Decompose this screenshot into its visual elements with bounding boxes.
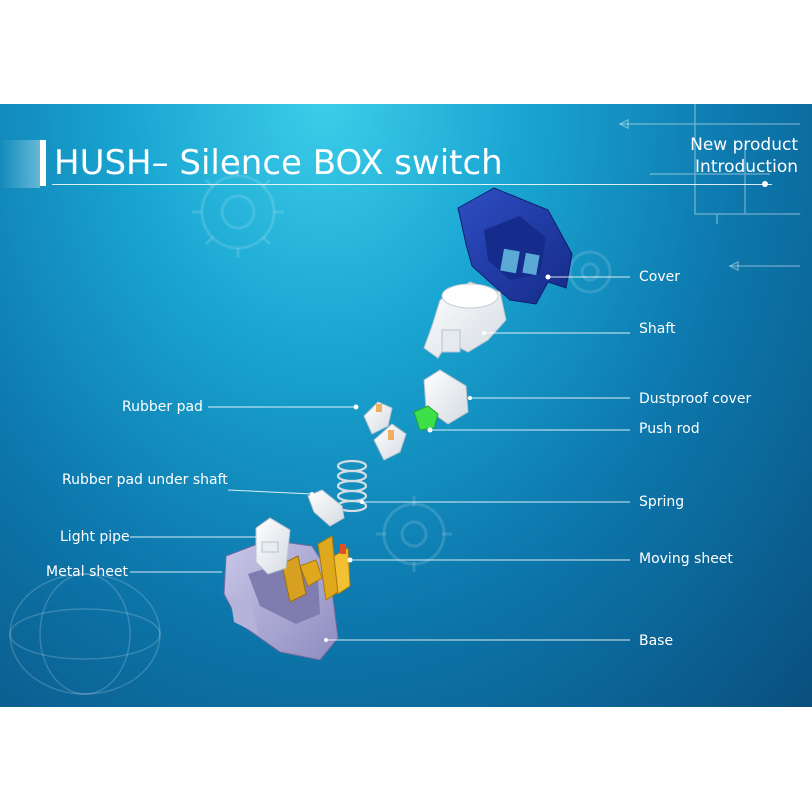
rubber-pad-part — [363, 401, 407, 461]
exploded-diagram — [130, 187, 630, 661]
label-cover: Cover — [639, 269, 680, 285]
title-accent — [0, 140, 40, 188]
rubber-pad-under-shaft-part — [307, 489, 345, 527]
gear-icon-small — [568, 250, 612, 294]
light-pipe-part — [255, 517, 291, 575]
metal-sheet-part — [281, 555, 307, 603]
background-decoration — [9, 104, 800, 695]
label-metal-sheet: Metal sheet — [46, 564, 128, 580]
label-dustproof-cover: Dustproof cover — [639, 391, 752, 407]
sphere-icon — [9, 573, 161, 695]
gear-icon-center — [376, 496, 452, 572]
label-shaft: Shaft — [639, 321, 676, 337]
label-spring: Spring — [639, 494, 685, 510]
moving-sheet-part — [299, 535, 351, 601]
label-moving-sheet: Moving sheet — [639, 551, 733, 567]
cover-part — [457, 187, 573, 305]
page-title: HUSH– Silence BOX switch — [54, 143, 503, 183]
label-push-rod: Push rod — [639, 421, 700, 437]
title-underline — [52, 184, 772, 185]
label-light-pipe: Light pipe — [60, 529, 130, 545]
label-rubber-pad: Rubber pad — [122, 399, 203, 415]
label-rubber-pad-under-shaft: Rubber pad under shaft — [62, 472, 228, 488]
label-base: Base — [639, 633, 674, 649]
leader-dots — [310, 274, 551, 642]
circuit-lines — [618, 104, 800, 272]
gear-icon — [192, 166, 284, 258]
leader-lines — [130, 276, 630, 641]
title-bar — [40, 140, 46, 186]
slide: HUSH– Silence BOX switch New product Int… — [0, 104, 812, 707]
corner-title-line2: Introduction — [695, 157, 798, 177]
push-rod-part — [413, 405, 439, 431]
shaft-part — [423, 281, 507, 359]
corner-title: New product Introduction — [690, 134, 798, 178]
corner-title-line1: New product — [690, 135, 798, 155]
